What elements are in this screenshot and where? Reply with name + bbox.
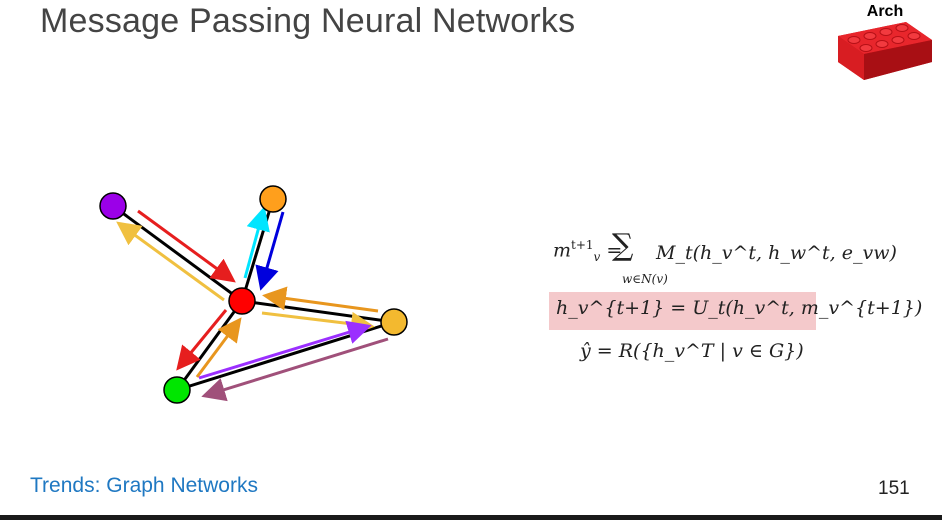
edge-orange-center	[240, 198, 275, 302]
arrow-green-to-gold	[198, 320, 372, 380]
page-number: 151	[878, 478, 910, 499]
arrow-gold-to-center	[262, 286, 379, 313]
update-equation-highlight	[549, 292, 816, 330]
summation-subscript: w∈N(v)	[622, 272, 668, 286]
node-purple	[99, 192, 127, 220]
node-gold	[380, 308, 408, 336]
slide-title: Message Passing Neural Networks	[40, 2, 576, 40]
edge-purple-center	[112, 204, 243, 303]
equation-readout: ŷ = R({h_v^T | v ∈ G})	[580, 340, 804, 362]
equation-update: h_v^{t+1} = U_t(h_v^t, m_v^{t+1})	[556, 297, 923, 319]
arrow-center-to-orange	[243, 206, 270, 279]
arrow-purple-to-center	[137, 209, 236, 283]
badge-label: Arch	[866, 3, 904, 20]
node-green	[163, 376, 191, 404]
edge-center-green	[175, 300, 244, 391]
lego-brick-icon	[838, 22, 932, 80]
node-center	[228, 287, 256, 315]
footer-section-link[interactable]: Trends: Graph Networks	[30, 474, 258, 497]
equation-message-function: M_t(h_v^t, h_w^t, e_vw)	[656, 242, 897, 264]
arrow-orange-to-center	[255, 211, 285, 291]
summation-symbol: ∑	[612, 228, 634, 263]
arrow-gold-to-green	[201, 337, 389, 402]
arch-badge: Arch	[834, 0, 936, 84]
arrow-green-to-center	[195, 317, 242, 378]
equation-message: mt+1v =	[553, 238, 623, 265]
arrow-center-to-purple	[116, 221, 225, 302]
node-orange	[259, 185, 287, 213]
arrow-center-to-green	[176, 309, 228, 371]
bottom-rule	[0, 515, 942, 520]
